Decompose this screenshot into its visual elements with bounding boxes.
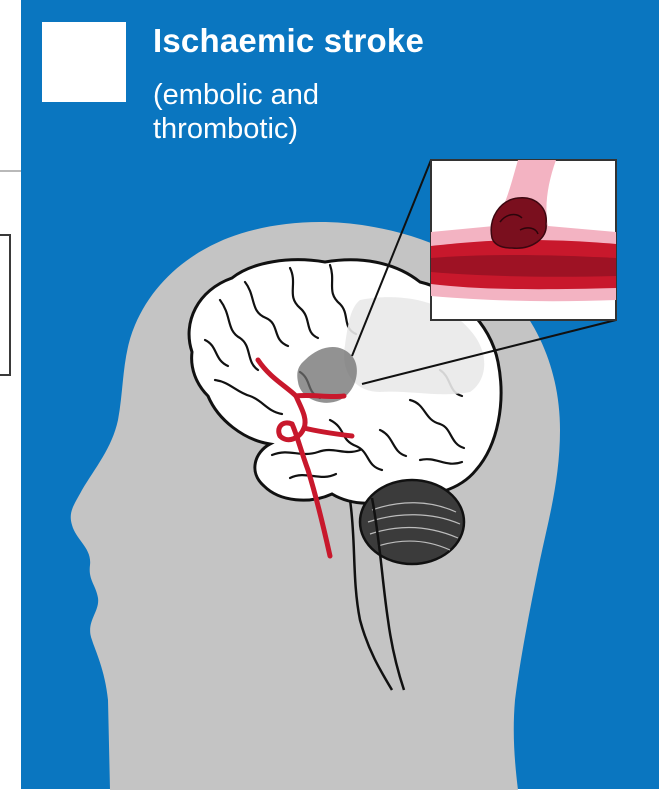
magnified-inset-icon — [431, 160, 616, 320]
